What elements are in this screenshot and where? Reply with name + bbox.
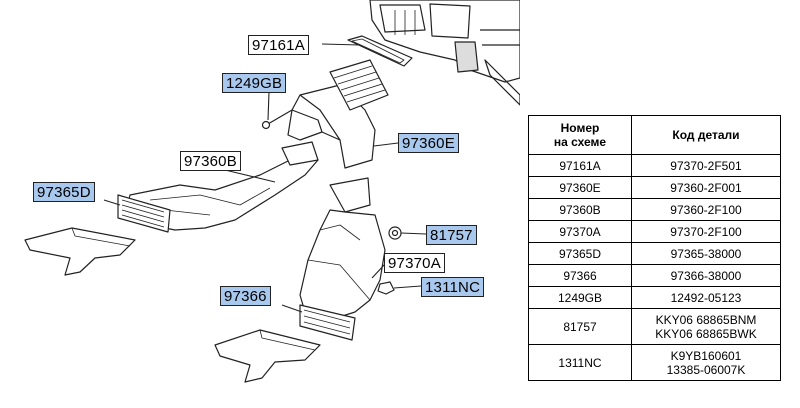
scheme-number: 1311NC <box>528 344 632 381</box>
scheme-number: 97161A <box>528 154 632 177</box>
part-code-line: K9YB160601 <box>670 348 742 363</box>
scheme-number: 97360E <box>528 176 632 199</box>
callout-97365D: 97365D <box>33 182 95 202</box>
callout-97360B: 97360B <box>180 151 241 171</box>
part-1311NC-nut <box>377 281 395 295</box>
part-97366-grille <box>299 304 356 341</box>
part-code: 97360-2F100 <box>631 198 781 221</box>
scheme-number: 1249GB <box>528 286 632 309</box>
part-code: 12492-05123 <box>631 286 781 309</box>
part-97366-outlet <box>214 329 321 383</box>
part-code: 97365-38000 <box>631 242 781 265</box>
callout-97161A: 97161A <box>248 35 309 55</box>
part-97360B-duct <box>124 141 319 231</box>
part-97161A-gasket <box>347 35 413 67</box>
callout-1249GB: 1249GB <box>222 73 287 93</box>
callout-81757: 81757 <box>426 225 477 245</box>
part-97365D-outlet <box>24 227 136 276</box>
part-code: 97370-2F100 <box>631 220 781 243</box>
part-97365D-grille <box>117 194 171 233</box>
callout-1311NC: 1311NC <box>421 277 485 297</box>
scheme-number: 97360B <box>528 198 632 221</box>
header-scheme-number-line1: Номер <box>560 121 600 135</box>
scheme-number: 97366 <box>528 264 632 287</box>
parts-diagram <box>24 0 520 383</box>
part-code: 97366-38000 <box>631 264 781 287</box>
part-code: 97360-2F001 <box>631 176 781 199</box>
part-97370A-duct <box>299 177 386 321</box>
part-code-line: 13385-06007K <box>666 362 746 377</box>
scheme-number: 97370A <box>528 220 632 243</box>
part-97360E-duct <box>287 59 389 169</box>
scheme-number: 97365D <box>528 242 632 265</box>
leader-lines <box>103 43 427 313</box>
callout-97370A: 97370A <box>384 253 445 273</box>
hvac-housing <box>369 0 520 106</box>
part-code-line: KKY06 68865BNM <box>655 312 757 327</box>
part-81757-clip <box>388 226 402 240</box>
header-part-code: Код детали <box>631 115 781 155</box>
callout-97360E: 97360E <box>398 133 459 153</box>
scheme-number: 81757 <box>528 308 632 345</box>
part-code: 97370-2F501 <box>631 154 781 177</box>
part-1249GB-screw <box>261 109 293 130</box>
callout-97366: 97366 <box>220 286 271 306</box>
header-scheme-number-line2: на схеме <box>553 135 607 149</box>
part-code-line: KKY06 68865BWK <box>655 326 757 341</box>
